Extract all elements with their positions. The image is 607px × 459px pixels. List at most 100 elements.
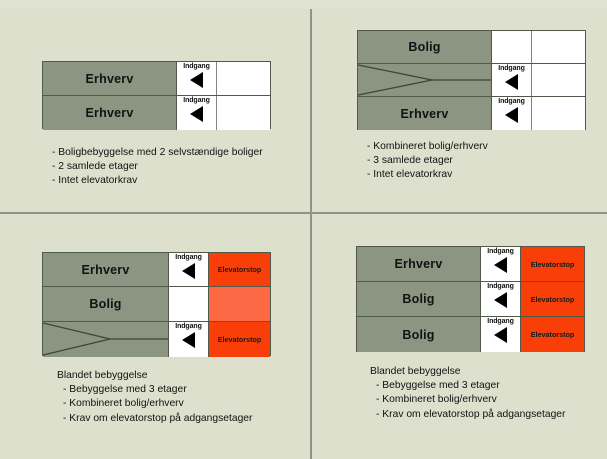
floor-row: Bolig bbox=[43, 287, 270, 322]
floor-use-cell bbox=[358, 64, 491, 96]
entrance-cell: Indgang bbox=[491, 97, 531, 130]
elevator-stop-label: Elevatorstop bbox=[530, 330, 575, 339]
caption-line: - Bebyggelse med 3 etager bbox=[376, 380, 500, 392]
entrance-arrow-icon bbox=[190, 71, 203, 88]
caption-line: - Intet elevatorkrav bbox=[52, 175, 138, 187]
elevator-stop-cell: Elevatorstop bbox=[520, 317, 584, 352]
elevator-stop-label: Elevatorstop bbox=[217, 265, 262, 274]
caption-line: - 2 samlede etager bbox=[52, 161, 138, 173]
entrance-marker: Indgang bbox=[481, 282, 520, 317]
floor-row: Bolig Indgang Elevatorstop bbox=[357, 317, 584, 352]
entrance-label: Indgang bbox=[498, 64, 525, 72]
entrance-arrow-icon bbox=[182, 262, 195, 279]
building-diagram-bottom-right: Erhverv Indgang Elevatorstop Bolig bbox=[356, 246, 585, 352]
building-diagram-top-left: Erhverv Indgang Erhverv bbox=[42, 61, 271, 130]
elevator-stop-cell: Elevatorstop bbox=[520, 282, 584, 316]
floor-use-cell: Bolig bbox=[358, 31, 491, 63]
floor-use-label: Erhverv bbox=[81, 262, 130, 277]
floor-row: Bolig Indgang Elevatorstop bbox=[357, 282, 584, 317]
top-edge-strip bbox=[0, 0, 607, 9]
floor-use-cell bbox=[43, 322, 168, 357]
caption-line: - Krav om elevatorstop på adgangsetager bbox=[376, 408, 566, 420]
floor-use-label: Erhverv bbox=[85, 106, 134, 120]
entrance-arrow-icon bbox=[505, 73, 518, 90]
quadrant-bottom-left: Erhverv Indgang Elevatorstop Bolig bbox=[0, 214, 310, 459]
entrance-label: Indgang bbox=[487, 247, 514, 255]
entrance-label: Indgang bbox=[175, 253, 202, 261]
converging-lines-graphic bbox=[358, 64, 491, 96]
entrance-cell: Indgang bbox=[491, 64, 531, 96]
floor-use-cell: Bolig bbox=[357, 282, 480, 316]
floor-use-label: Bolig bbox=[402, 327, 435, 342]
elevator-stop-label: Elevatorstop bbox=[530, 294, 575, 304]
horizontal-quadrant-divider bbox=[0, 212, 607, 214]
caption-bottom-left: Blandet bebyggelse - Bebyggelse med 3 et… bbox=[57, 369, 252, 426]
entrance-arrow-icon bbox=[190, 105, 203, 122]
elevator-stop-cell: Elevatorstop bbox=[208, 253, 270, 286]
entrance-arrow-icon bbox=[494, 291, 507, 308]
floor-use-label: Erhverv bbox=[85, 71, 134, 86]
outer-zone-cell bbox=[216, 62, 270, 95]
caption-line: - Krav om elevatorstop på adgangsetager bbox=[63, 412, 253, 424]
building-diagram-top-right: Bolig bbox=[357, 30, 586, 130]
entrance-marker: Indgang bbox=[481, 247, 520, 282]
floor-use-cell: Erhverv bbox=[43, 96, 176, 130]
elevator-stop-cell: Elevatorstop bbox=[520, 247, 584, 281]
floor-row: Bolig bbox=[358, 31, 585, 64]
elevator-stop-label: Elevatorstop bbox=[530, 259, 575, 269]
entrance-arrow-icon bbox=[494, 256, 507, 273]
outer-zone-cell bbox=[531, 97, 585, 130]
floor-row: Indgang bbox=[358, 64, 585, 97]
floor-use-cell: Bolig bbox=[43, 287, 168, 321]
entrance-arrow-icon bbox=[494, 326, 507, 343]
entrance-label: Indgang bbox=[183, 62, 210, 70]
floor-row: Erhverv Indgang bbox=[358, 97, 585, 130]
floor-use-label: Erhverv bbox=[394, 257, 443, 271]
entrance-cell: Indgang bbox=[480, 247, 520, 281]
caption-line: - Bebyggelse med 3 etager bbox=[63, 384, 187, 396]
entrance-marker: Indgang bbox=[169, 322, 208, 358]
entrance-label: Indgang bbox=[487, 317, 514, 325]
quadrant-top-right: Bolig bbox=[312, 9, 607, 212]
caption-line: - Kombineret bolig/erhverv bbox=[367, 141, 488, 152]
elevator-stop-cell: Elevatorstop bbox=[208, 322, 270, 357]
entrance-cell: Indgang bbox=[168, 253, 208, 286]
floor-use-cell: Erhverv bbox=[358, 97, 491, 130]
entrance-cell: Indgang bbox=[480, 317, 520, 352]
entrance-marker: Indgang bbox=[177, 62, 216, 96]
floor-row: Erhverv Indgang bbox=[43, 62, 270, 96]
floor-use-label: Bolig bbox=[89, 297, 122, 311]
caption-line: Blandet bebyggelse bbox=[370, 366, 461, 377]
elevator-stop-label: Elevatorstop bbox=[217, 335, 262, 344]
floor-row: Indgang Elevatorstop bbox=[43, 322, 270, 357]
quadrant-bottom-right: Erhverv Indgang Elevatorstop Bolig bbox=[312, 214, 607, 459]
building-diagram-bottom-left: Erhverv Indgang Elevatorstop Bolig bbox=[42, 252, 271, 357]
entrance-marker: Indgang bbox=[481, 317, 520, 353]
entrance-label: Indgang bbox=[487, 282, 514, 290]
floor-use-label: Bolig bbox=[402, 292, 435, 306]
entrance-marker: Indgang bbox=[492, 97, 531, 131]
entrance-arrow-icon bbox=[182, 331, 195, 348]
outer-zone-cell bbox=[531, 31, 585, 63]
caption-line: - Intet elevatorkrav bbox=[367, 169, 453, 181]
floor-row: Erhverv Indgang Elevatorstop bbox=[43, 253, 270, 287]
floor-use-cell: Erhverv bbox=[357, 247, 480, 281]
entrance-cell: Indgang bbox=[168, 322, 208, 357]
outer-zone-cell bbox=[531, 64, 585, 96]
caption-top-right: - Kombineret bolig/erhverv - 3 samlede e… bbox=[367, 140, 488, 183]
entrance-label: Indgang bbox=[175, 322, 202, 330]
floor-use-cell: Erhverv bbox=[43, 62, 176, 95]
entrance-cell bbox=[168, 287, 208, 321]
entrance-cell bbox=[491, 31, 531, 63]
entrance-cell: Indgang bbox=[480, 282, 520, 316]
entrance-marker: Indgang bbox=[169, 253, 208, 287]
caption-top-left: - Boligbebyggelse med 2 selvstændige bol… bbox=[52, 146, 263, 189]
caption-line: - 3 samlede etager bbox=[367, 155, 453, 167]
converging-lines-graphic bbox=[43, 322, 168, 357]
elevator-stop-cell bbox=[208, 287, 270, 321]
floor-use-cell: Bolig bbox=[357, 317, 480, 352]
caption-line: Blandet bebyggelse bbox=[57, 370, 148, 381]
entrance-arrow-icon bbox=[505, 106, 518, 123]
vertical-quadrant-divider bbox=[310, 9, 312, 459]
